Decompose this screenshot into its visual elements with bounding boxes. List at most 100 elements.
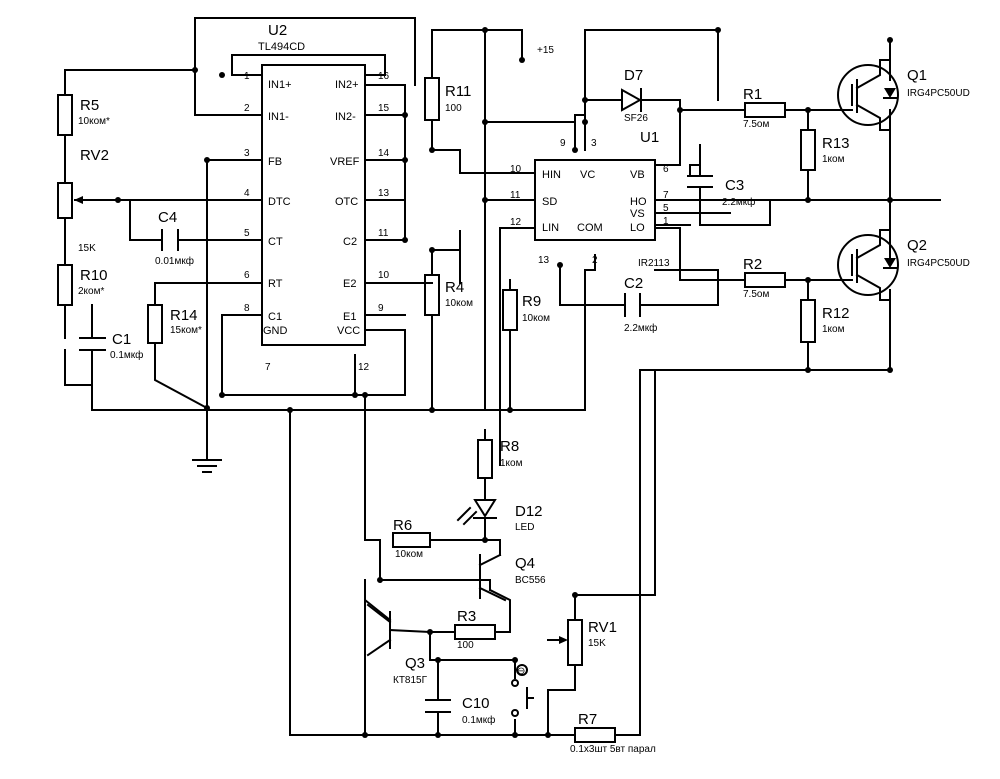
u2-pin-7-num: 7 xyxy=(265,362,271,373)
u2-pin-1-num: 1 xyxy=(244,71,250,82)
u1-pin-2-num: 2 xyxy=(592,255,598,266)
u2-pin-10-num: 10 xyxy=(378,270,390,281)
u1-pin-6-name: VB xyxy=(630,169,645,181)
igbt-q2: Q2 IRG4PC50UD xyxy=(837,229,970,301)
resistor-r7: R7 0.1х3шт 5вт парал xyxy=(570,711,656,755)
c4-value: 0.01мкф xyxy=(155,255,194,267)
rv2-ref: RV2 xyxy=(80,147,109,164)
ic-u2: U2 TL494CD 1 IN1+ 2 IN1- 3 FB 4 DTC 5 CT… xyxy=(244,22,390,373)
r8-ref: R8 xyxy=(500,438,519,455)
u2-pin-7-name: GND xyxy=(263,325,288,337)
c2-ref: C2 xyxy=(624,275,643,292)
u1-pin-12-num: 12 xyxy=(510,217,522,228)
r6-value: 10ком xyxy=(395,549,423,560)
potentiometer-rv2: RV2 15K xyxy=(57,147,119,254)
u1-pin-11-num: 11 xyxy=(510,190,521,201)
u1-pin-1-num: 1 xyxy=(663,216,669,227)
resistor-r5: R5 10ком* xyxy=(57,94,110,136)
rv2-value: 15K xyxy=(78,243,96,254)
q3-value: КТ815Г xyxy=(393,675,428,686)
u1-pin-9-num: 9 xyxy=(560,138,566,149)
r12-value: 1ком xyxy=(822,324,845,335)
resistor-r8: R8 1ком xyxy=(477,438,523,479)
r9-ref: R9 xyxy=(522,293,541,310)
r5-value: 10ком* xyxy=(78,116,110,127)
r2-ref: R2 xyxy=(743,256,762,273)
r14-ref: R14 xyxy=(170,307,198,324)
u1-inner-com: COM xyxy=(577,222,603,234)
u2-pin-2-num: 2 xyxy=(244,103,250,114)
r3-value: 100 xyxy=(457,640,474,651)
r11-ref: R11 xyxy=(445,83,471,100)
u2-pin-11-name: C2 xyxy=(343,236,357,248)
u1-pin-12-name: LIN xyxy=(542,222,559,234)
u2-pin-16-num: 16 xyxy=(378,71,390,82)
wires xyxy=(64,17,941,736)
ground-symbol xyxy=(192,459,222,473)
u2-pin-12-name: VCC xyxy=(337,325,360,337)
resistor-r6: R6 10ком xyxy=(392,517,431,560)
u2-pin-16-name: IN2+ xyxy=(335,79,359,91)
rv1-value: 15K xyxy=(588,638,606,649)
q2-value: IRG4PC50UD xyxy=(907,258,970,269)
d12-value: LED xyxy=(515,522,534,533)
u2-pin-2-name: IN1- xyxy=(268,111,289,123)
u1-pin-5-name: VS xyxy=(630,208,645,220)
u2-pin-9-name: E1 xyxy=(343,311,356,323)
igbt-q1: Q1 IRG4PC50UD xyxy=(837,59,970,131)
u2-pin-6-num: 6 xyxy=(244,270,250,281)
resistor-r12: R12 1ком xyxy=(800,299,850,343)
supply-plus15: +15 xyxy=(537,45,554,56)
c3-ref: C3 xyxy=(725,177,744,194)
u2-pin-14-name: VREF xyxy=(330,156,360,168)
u2-pin-6-name: RT xyxy=(268,278,283,290)
c1-ref: C1 xyxy=(112,331,131,348)
r6-ref: R6 xyxy=(393,517,412,534)
d7-value: SF26 xyxy=(624,113,648,124)
u2-pin-8-name: C1 xyxy=(268,311,282,323)
u2-pin-8-num: 8 xyxy=(244,303,250,314)
r13-ref: R13 xyxy=(822,135,850,152)
pushbutton-symbol: ⊖ xyxy=(517,666,525,677)
u2-part: TL494CD xyxy=(258,41,305,53)
r8-value: 1ком xyxy=(500,458,523,469)
u2-ref: U2 xyxy=(268,22,287,39)
r4-ref: R4 xyxy=(445,279,464,296)
r2-value: 7.5ом xyxy=(743,289,769,300)
capacitor-c4: C4 0.01мкф xyxy=(155,209,194,267)
u2-pin-5-name: CT xyxy=(268,236,283,248)
u1-pin-1-name: LO xyxy=(630,222,645,234)
u1-inner-vc: VC xyxy=(580,169,595,181)
u1-pin-13-num: 13 xyxy=(538,255,550,266)
q3-ref: Q3 xyxy=(405,655,425,672)
u2-pin-4-name: DTC xyxy=(268,196,291,208)
u2-pin-3-name: FB xyxy=(268,156,282,168)
u2-pin-5-num: 5 xyxy=(244,228,250,239)
resistor-r4: R4 10ком xyxy=(424,274,473,316)
transistor-q3: Q3 КТ815Г xyxy=(366,603,428,686)
rv1-ref: RV1 xyxy=(588,619,617,636)
transistor-q4: Q4 BC556 xyxy=(478,553,546,602)
r1-value: 7.5ом xyxy=(743,119,769,130)
r12-ref: R12 xyxy=(822,305,850,322)
r1-ref: R1 xyxy=(743,86,762,103)
r7-value: 0.1х3шт 5вт парал xyxy=(570,744,656,755)
u2-pin-4-num: 4 xyxy=(244,188,250,199)
u2-pin-13-num: 13 xyxy=(378,188,390,199)
q2-ref: Q2 xyxy=(907,237,927,254)
r14-value: 15ком* xyxy=(170,325,202,336)
resistor-r13: R13 1ком xyxy=(800,129,850,171)
r7-ref: R7 xyxy=(578,711,597,728)
c10-ref: C10 xyxy=(462,695,490,712)
u1-pin-7-num: 7 xyxy=(663,190,669,201)
u1-pin-3-num: 3 xyxy=(591,138,597,149)
r5-ref: R5 xyxy=(80,97,99,114)
u2-pin-14-num: 14 xyxy=(378,148,390,159)
resistor-r10: R10 2ком* xyxy=(57,264,108,306)
r10-ref: R10 xyxy=(80,267,108,284)
d7-ref: D7 xyxy=(624,67,643,84)
resistor-r9: R9 10ком xyxy=(502,289,550,331)
r4-value: 10ком xyxy=(445,298,473,309)
c4-ref: C4 xyxy=(158,209,177,226)
